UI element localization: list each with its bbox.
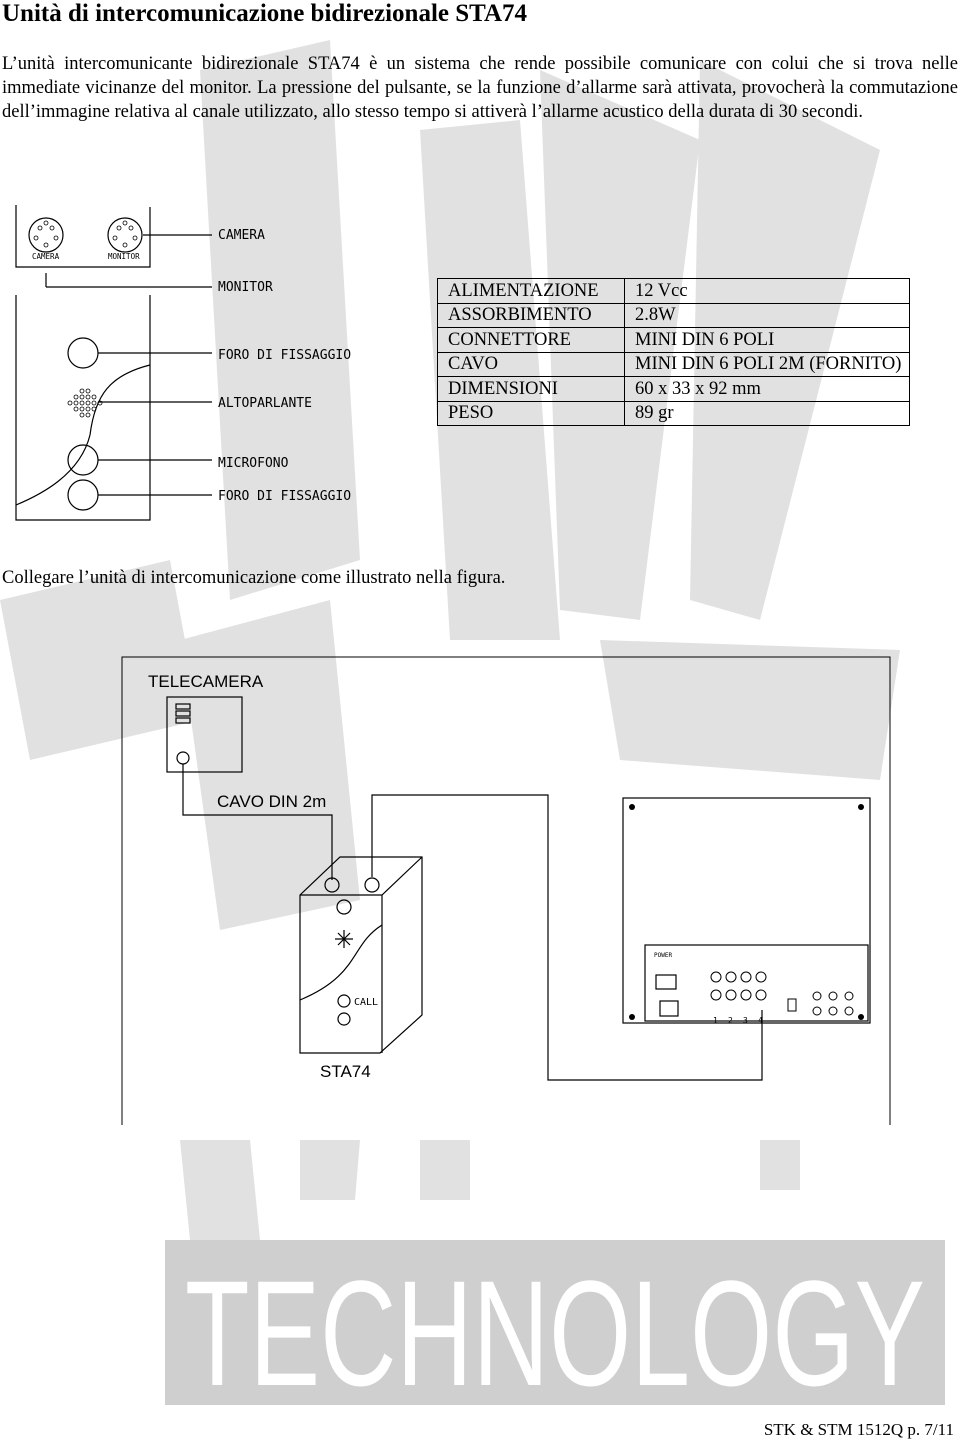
spec-value: 89 gr [624, 400, 910, 426]
microphone [67, 444, 99, 476]
device-curve [15, 364, 151, 506]
monitor-connector-icon [107, 217, 143, 253]
call-label: CALL [354, 997, 378, 1008]
monitor-input-4: 4 [758, 1016, 763, 1025]
spec-key: ASSORBIMENTO [437, 302, 625, 328]
page-title: Unità di intercomunicazione bidirezional… [2, 0, 528, 27]
watermark-technology: TECHNOLOGY [185, 1249, 925, 1417]
connector-label-monitor: MONITOR [108, 252, 140, 261]
intro-paragraph: L’unità intercomunicante bidirezionale S… [2, 54, 958, 122]
spec-key: PESO [437, 400, 625, 426]
speaker-icon [335, 930, 353, 948]
spec-value: 60 x 33 x 92 mm [624, 376, 910, 402]
monitor-rear-panel [622, 797, 871, 1024]
spec-value: 2.8W [624, 302, 910, 328]
callout-foro-2: FORO DI FISSAGGIO [218, 489, 351, 504]
callout-monitor: MONITOR [218, 280, 273, 295]
spec-value: 12 Vcc [624, 278, 910, 304]
spec-key: DIMENSIONI [437, 376, 625, 402]
camera-connector-icon [28, 217, 64, 253]
telecamera-box [166, 696, 243, 773]
connector-panel [15, 205, 151, 268]
monitor-input-2: 2 [728, 1016, 733, 1025]
cable-label: CAVO DIN 2m [217, 792, 326, 811]
callout-altoparlante: ALTOPARLANTE [218, 396, 312, 411]
telecamera-label: TELECAMERA [148, 672, 264, 691]
spec-value: MINI DIN 6 POLI 2M (FORNITO) [624, 351, 910, 377]
callout-camera: CAMERA [218, 228, 265, 243]
din-cable [182, 764, 333, 880]
monitor-input-1: 1 [713, 1016, 718, 1025]
instruction-text: Collegare l’unità di intercomunicazione … [2, 568, 506, 588]
page-footer: STK & STM 1512Q p. 7/11 [763, 1420, 954, 1439]
speaker-icon [67, 388, 103, 418]
sta74-device-diagram: CAMERA MONITOR CAMERA MONITOR FORO DI FI… [15, 205, 351, 521]
wiring-diagram: TELECAMERA CAVO DIN 2m STA74 CALL POWER … [121, 656, 891, 1125]
connector-label-camera: CAMERA [32, 252, 60, 261]
callout-microfono: MICROFONO [218, 456, 289, 471]
monitor-input-3: 3 [743, 1016, 748, 1025]
device-body [15, 295, 151, 521]
monitor-power-label: POWER [654, 952, 672, 959]
spec-key: CONNETTORE [437, 327, 625, 353]
fixing-hole-top [67, 337, 99, 369]
spec-key: CAVO [437, 351, 625, 377]
monitor-cable [371, 794, 763, 1081]
sta74-box [299, 856, 423, 1054]
spec-key: ALIMENTAZIONE [437, 278, 625, 304]
camera-din-socket [176, 751, 190, 765]
fixing-hole-bottom [67, 479, 99, 511]
sta74-label: STA74 [320, 1062, 371, 1081]
callout-foro-1: FORO DI FISSAGGIO [218, 348, 351, 363]
spec-value: MINI DIN 6 POLI [624, 327, 910, 353]
